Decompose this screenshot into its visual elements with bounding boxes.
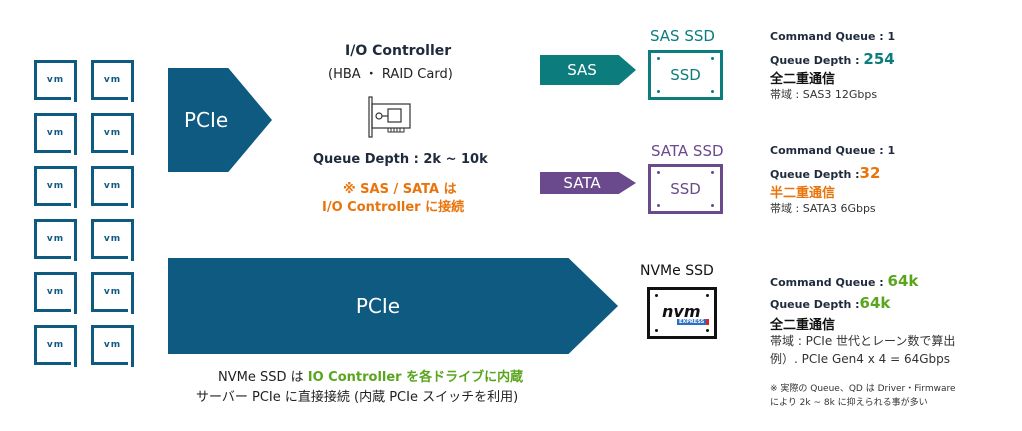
nvme-ssd-icon: nvm EXPRESS [647, 287, 717, 339]
nvme-qd-value: 64k [859, 294, 891, 312]
bottom-note-line1: NVMe SSD は IO Controller を各ドライブに内蔵 [218, 366, 523, 385]
nvme-bandwidth-line2: 例）. PCIe Gen4 x 4 = 64Gbps [770, 352, 951, 366]
sata-duplex: 半二重通信 [770, 186, 836, 201]
nvme-logo-text: nvm [662, 302, 701, 321]
sas-ssd-label: SSD [670, 66, 701, 84]
nvme-bandwidth-line1: 帯域 : PCIe 世代とレーン数で算出 [770, 334, 956, 348]
sata-ssd-label: SSD [670, 180, 701, 198]
sas-queue-depth: Queue Depth : 254 [770, 50, 895, 68]
nvme-queue-depth: Queue Depth :64k [770, 294, 890, 312]
pci-card-icon [368, 96, 414, 138]
pcie-nvme-label: PCIe [355, 294, 401, 318]
vm-box: vm [91, 272, 134, 314]
nvme-duplex: 全二重通信 [770, 318, 836, 333]
vm-label: vm [103, 128, 122, 138]
sata-qd-prefix: Queue Depth : [770, 168, 860, 181]
sata-qd-value: 32 [859, 164, 881, 182]
nvme-command-queue: Command Queue : 64k [770, 272, 918, 290]
nvme-cq-prefix: Command Queue : [770, 276, 888, 289]
vm-box: vm [34, 166, 77, 208]
sas-qd-value: 254 [863, 50, 895, 68]
sata-command-queue: Command Queue : 1 [770, 144, 896, 157]
sas-bandwidth: 帯域 : SAS3 12Gbps [770, 88, 878, 101]
nvme-footnote-line1: ※ 実際の Queue、QD は Driver・Firmware [770, 384, 956, 394]
vm-label: vm [46, 181, 65, 191]
sata-ssd-title: SATA SSD [651, 142, 724, 160]
nvme-cq-value: 64k [887, 272, 919, 290]
sas-qd-prefix: Queue Depth : [770, 54, 864, 67]
vm-box: vm [34, 219, 77, 261]
bottom-note-prefix: NVMe SSD は [218, 370, 308, 385]
pcie-arrow-nvme: PCIe [168, 258, 618, 354]
sas-duplex: 全二重通信 [770, 72, 836, 87]
vm-label: vm [103, 287, 122, 297]
vm-label: vm [46, 340, 65, 350]
vm-box: vm [34, 113, 77, 155]
vm-box: vm [34, 272, 77, 314]
vm-label: vm [103, 340, 122, 350]
sas-arrow-label: SAS [567, 61, 597, 79]
io-controller-queue-depth: Queue Depth : 2k ~ 10k [313, 152, 488, 167]
io-controller-note-line1: ※ SAS / SATA は [343, 182, 457, 197]
bottom-note-line2: サーバー PCIe に直接接続 (内蔵 PCIe スイッチを利用) [196, 390, 519, 405]
sas-command-queue: Command Queue : 1 [770, 30, 896, 43]
sas-arrow: SAS [540, 55, 636, 85]
nvme-ssd-title: NVMe SSD [640, 263, 714, 279]
vm-label: vm [46, 128, 65, 138]
sata-arrow-label: SATA [563, 174, 601, 192]
vm-box: vm [91, 166, 134, 208]
pcie-arrow-controller: PCIe [168, 68, 272, 172]
bottom-note-highlight: IO Controller を各ドライブに内蔵 [307, 370, 524, 385]
vm-box: vm [91, 325, 134, 367]
sas-ssd-icon: SSD [648, 50, 723, 100]
vm-label: vm [103, 234, 122, 244]
vm-box: vm [91, 219, 134, 261]
io-controller-subtitle: (HBA ・ RAID Card) [328, 67, 453, 82]
vm-label: vm [103, 75, 122, 85]
vm-label: vm [46, 234, 65, 244]
vm-box: vm [91, 113, 134, 155]
nvme-logo-sub: EXPRESS [677, 319, 710, 325]
pcie-arrow-label: PCIe [184, 108, 229, 132]
vm-box: vm [34, 325, 77, 367]
vm-label: vm [103, 181, 122, 191]
sata-queue-depth: Queue Depth :32 [770, 164, 880, 182]
io-controller-title: I/O Controller [345, 43, 452, 59]
vm-label: vm [46, 75, 65, 85]
nvme-qd-prefix: Queue Depth : [770, 298, 860, 311]
nvme-footnote-line2: により 2k ~ 8k に抑えられる事が多い [770, 398, 928, 408]
io-controller-note-line2: I/O Controller に接続 [322, 200, 465, 215]
vm-label: vm [46, 287, 65, 297]
sata-ssd-icon: SSD [648, 164, 723, 214]
vm-box: vm [34, 60, 77, 102]
vm-box: vm [91, 60, 134, 102]
sas-ssd-title: SAS SSD [650, 27, 715, 45]
sata-arrow: SATA [540, 172, 636, 194]
sata-bandwidth: 帯域 : SATA3 6Gbps [770, 202, 876, 215]
